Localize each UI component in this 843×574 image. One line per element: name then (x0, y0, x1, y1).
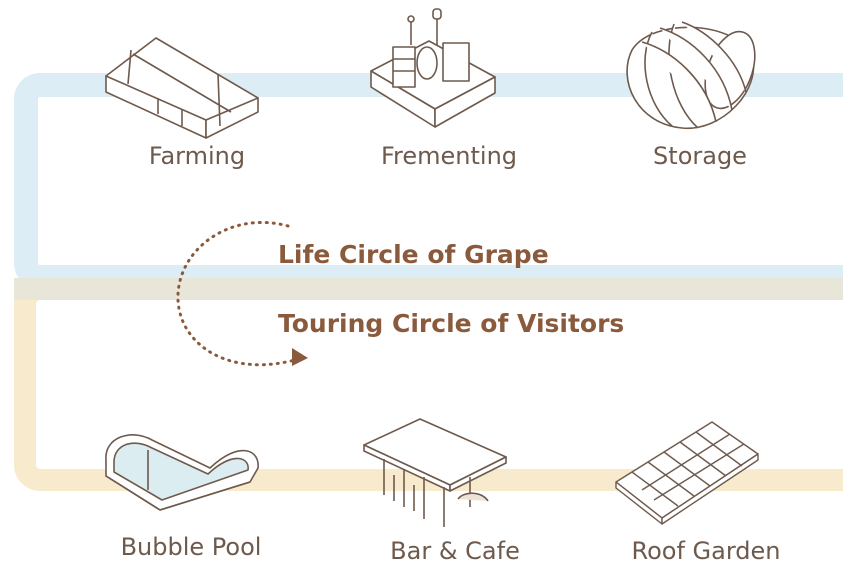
wine-barrel-icon (626, 21, 756, 129)
fermenting-label: Frementing (380, 142, 518, 170)
bar-cafe-node (360, 415, 510, 530)
bar-cafe-label: Bar & Cafe (390, 537, 520, 565)
grape-cycle-title: Life Circle of Grape (278, 240, 549, 269)
bubble-pool-node (100, 410, 265, 520)
farming-label: Farming (148, 142, 246, 170)
roof-garden-node (612, 420, 762, 530)
bubble-pool-icon (105, 434, 259, 511)
band-overlap (14, 278, 843, 300)
storage-label: Storage (653, 142, 747, 170)
greenhouse-icon (105, 37, 259, 139)
fermenting-plant-icon (370, 8, 496, 128)
cycle-arrow-icon (176, 220, 308, 367)
roof-garden-icon (615, 421, 759, 525)
fermenting-node (365, 5, 505, 135)
visitor-cycle-title: Touring Circle of Visitors (278, 309, 625, 338)
storage-node (612, 10, 762, 135)
farming-node (98, 30, 268, 140)
bubble-pool-label: Bubble Pool (120, 533, 262, 561)
bar-cafe-pavilion-icon (363, 418, 507, 527)
roof-garden-label: Roof Garden (631, 537, 781, 565)
